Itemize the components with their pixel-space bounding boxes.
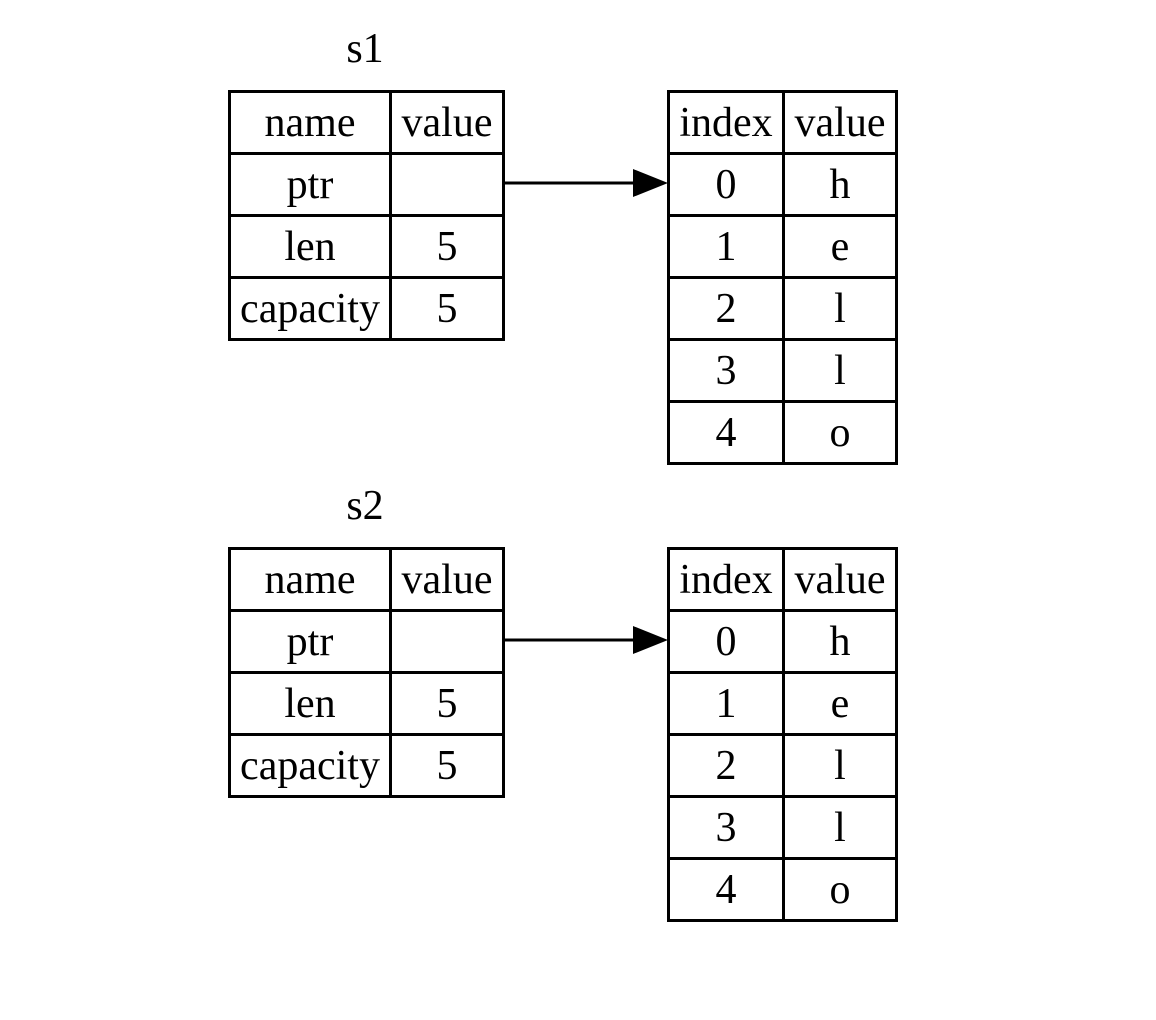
s2-field-len-name: len: [228, 671, 392, 736]
table-row: capacity 5: [228, 733, 505, 798]
s2-heap-header-index: index: [667, 547, 785, 612]
s1-heap-value-2: l: [782, 276, 898, 341]
s2-heap-index-4: 4: [667, 857, 785, 922]
table-row: 4 o: [667, 857, 898, 922]
s1-heap-header-value: value: [782, 90, 898, 155]
s1-heap-value-1: e: [782, 214, 898, 279]
s2-stack-header-name: name: [228, 547, 392, 612]
table-row: 0 h: [667, 609, 898, 674]
s1-field-len-name: len: [228, 214, 392, 279]
table-row: ptr: [228, 152, 505, 217]
table-row: 2 l: [667, 276, 898, 341]
s1-heap-index-4: 4: [667, 400, 785, 465]
table-row: 4 o: [667, 400, 898, 465]
s2-heap-index-3: 3: [667, 795, 785, 860]
s1-field-ptr-value: [389, 152, 505, 217]
s1-field-capacity-value: 5: [389, 276, 505, 341]
table-header-row: name value: [228, 90, 505, 155]
table-row: 0 h: [667, 152, 898, 217]
s1-stack-header-name: name: [228, 90, 392, 155]
table-row: len 5: [228, 214, 505, 279]
s2-heap-value-3: l: [782, 795, 898, 860]
s2-field-len-value: 5: [389, 671, 505, 736]
table-row: 2 l: [667, 733, 898, 798]
table-header-row: index value: [667, 90, 898, 155]
table-row: 1 e: [667, 214, 898, 279]
table-row: ptr: [228, 609, 505, 674]
table-header-row: index value: [667, 547, 898, 612]
table-row: 1 e: [667, 671, 898, 736]
s1-heap-index-1: 1: [667, 214, 785, 279]
s1-stack-table: name value ptr len 5 capacity 5: [228, 90, 505, 341]
table-row: len 5: [228, 671, 505, 736]
s1-field-len-value: 5: [389, 214, 505, 279]
s2-stack-table: name value ptr len 5 capacity 5: [228, 547, 505, 798]
s1-variable-label: s1: [346, 26, 384, 72]
s2-heap-index-0: 0: [667, 609, 785, 674]
s1-heap-index-0: 0: [667, 152, 785, 217]
s2-heap-value-2: l: [782, 733, 898, 798]
s1-field-capacity-name: capacity: [228, 276, 392, 341]
s2-heap-value-0: h: [782, 609, 898, 674]
s1-field-ptr-name: ptr: [228, 152, 392, 217]
s2-field-ptr-value: [389, 609, 505, 674]
s2-field-ptr-name: ptr: [228, 609, 392, 674]
s1-heap-index-3: 3: [667, 338, 785, 403]
s2-field-capacity-value: 5: [389, 733, 505, 798]
s2-heap-index-1: 1: [667, 671, 785, 736]
s2-stack-header-value: value: [389, 547, 505, 612]
s2-heap-value-1: e: [782, 671, 898, 736]
s1-heap-value-0: h: [782, 152, 898, 217]
s1-heap-value-3: l: [782, 338, 898, 403]
s2-heap-index-2: 2: [667, 733, 785, 798]
s1-heap-header-index: index: [667, 90, 785, 155]
s2-heap-table: index value 0 h 1 e 2 l 3 l 4 o: [667, 547, 898, 922]
s1-stack-header-value: value: [389, 90, 505, 155]
s1-heap-table: index value 0 h 1 e 2 l 3 l 4 o: [667, 90, 898, 465]
s2-pointer-arrowhead-icon: [633, 626, 668, 654]
table-row: 3 l: [667, 338, 898, 403]
s2-field-capacity-name: capacity: [228, 733, 392, 798]
s2-heap-header-value: value: [782, 547, 898, 612]
table-row: capacity 5: [228, 276, 505, 341]
s2-variable-label: s2: [346, 483, 384, 529]
s2-heap-value-4: o: [782, 857, 898, 922]
table-header-row: name value: [228, 547, 505, 612]
table-row: 3 l: [667, 795, 898, 860]
s1-heap-index-2: 2: [667, 276, 785, 341]
s1-heap-value-4: o: [782, 400, 898, 465]
s1-pointer-arrowhead-icon: [633, 169, 668, 197]
